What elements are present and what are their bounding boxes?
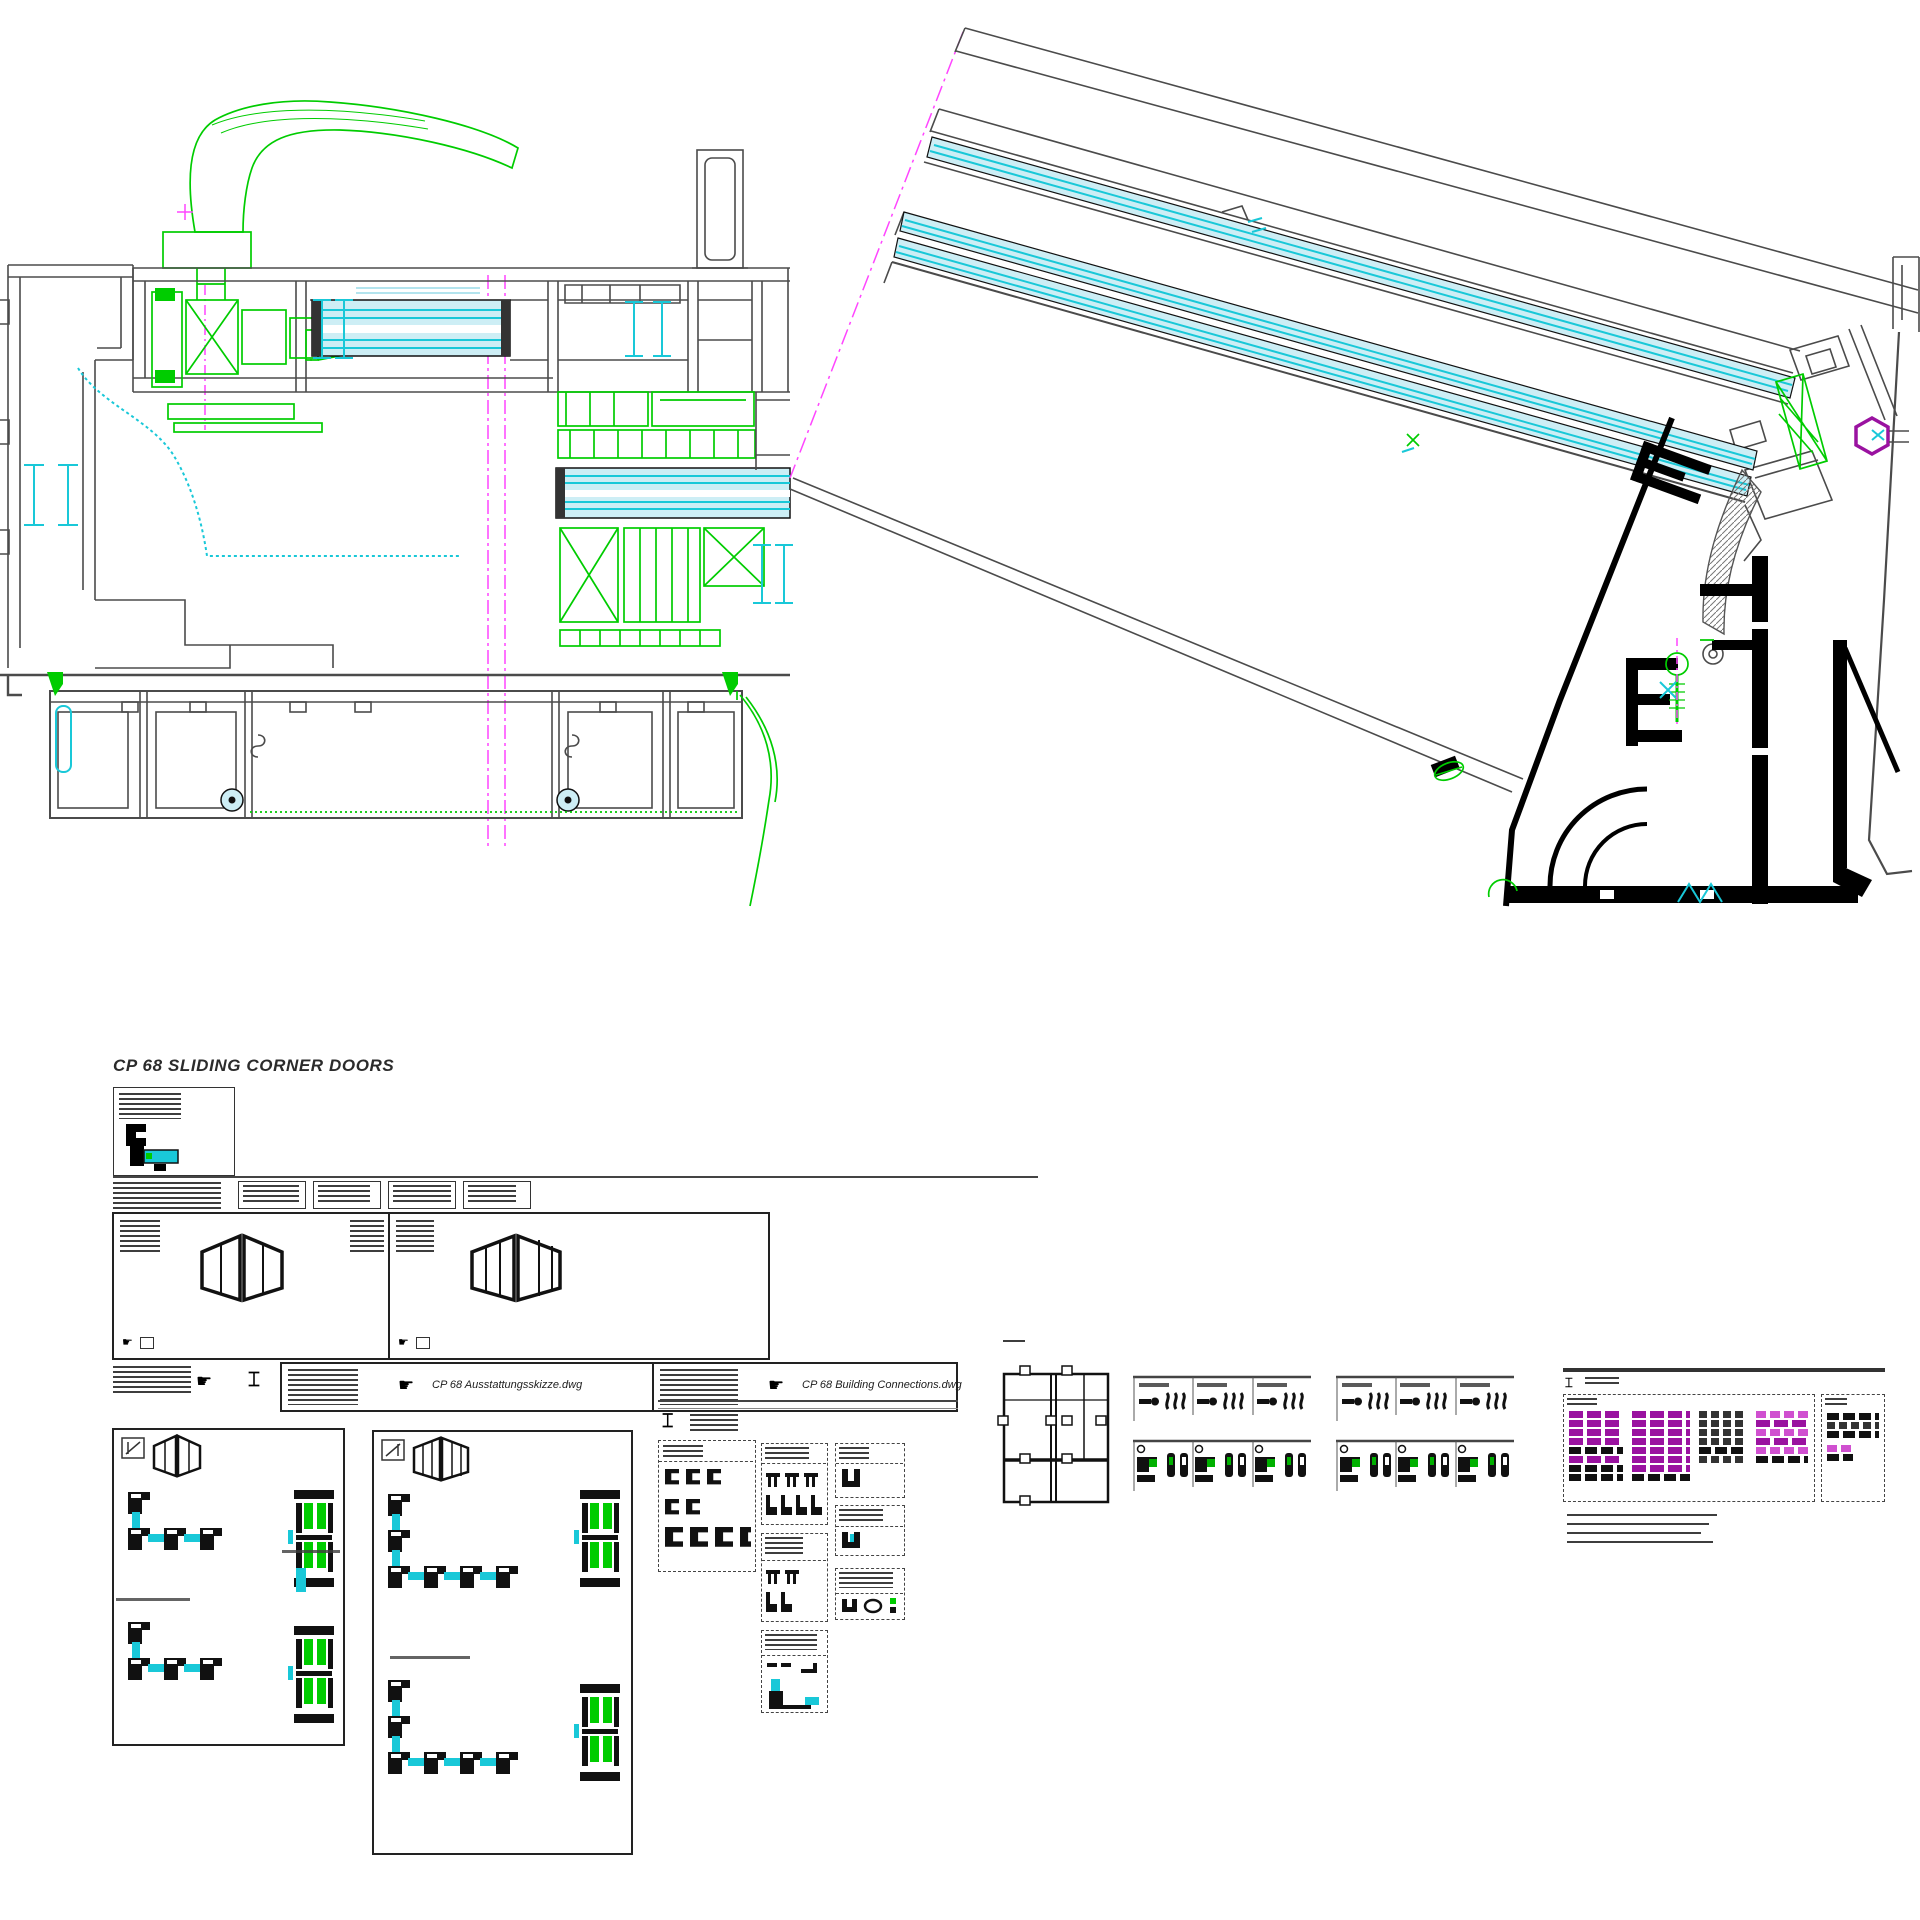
illegible-text (1003, 1340, 1025, 1342)
door-handle-icon (162, 100, 520, 300)
thermal-breaks (24, 299, 671, 557)
divider-line (113, 1176, 1038, 1178)
sloped-glazing-units (893, 136, 1796, 497)
pointing-hand-icon: ☛ (398, 1335, 409, 1349)
illegible-text (396, 1220, 434, 1252)
section-profile-icon: ⌶ (248, 1369, 260, 1391)
glass-stack (288, 1626, 334, 1723)
profile-chain (388, 1680, 518, 1774)
cyan-details (1401, 429, 1885, 904)
divider-line (658, 1400, 958, 1409)
corner-door-icon-3wing (470, 1233, 562, 1303)
pointing-hand-icon: ☛ (398, 1375, 415, 1395)
illegible-text (690, 1414, 738, 1432)
hardware-strip-set (1336, 1375, 1518, 1495)
illegible-text (119, 1093, 181, 1119)
pointing-hand-icon: ☛ (768, 1375, 785, 1395)
illegible-text (1567, 1514, 1717, 1516)
frame-bottom-line (0, 673, 790, 697)
glazing-unit-right (555, 467, 791, 519)
profile-list-box (658, 1440, 756, 1572)
profile-list-box (835, 1505, 905, 1556)
label-box (313, 1181, 381, 1209)
profile-list-box (835, 1568, 905, 1620)
legend-grid-right (1821, 1394, 1885, 1502)
left-jamb-profiles (0, 264, 334, 669)
glazing-unit-top (311, 287, 511, 357)
configuration-panel: ☛ ☛ (112, 1212, 770, 1360)
fold-door-icon (152, 1434, 202, 1478)
label-box (388, 1181, 456, 1209)
sloped-section-drawing (789, 27, 1920, 907)
elevation-diagram (997, 1365, 1110, 1506)
sheet-title: CP 68 SLIDING CORNER DOORS (113, 1056, 395, 1075)
illegible-text (113, 1366, 191, 1396)
pointing-hand-icon: ☛ (122, 1335, 133, 1349)
illegible-text (1567, 1532, 1701, 1534)
section-panel-a (112, 1428, 345, 1746)
profile-chain (388, 1494, 518, 1588)
sill-profiles (49, 690, 743, 819)
panel-b-drawing (381, 1436, 620, 1781)
vent-gray-steps (755, 392, 790, 470)
cell-divider (388, 1214, 390, 1358)
glass-stack (574, 1684, 620, 1781)
panel-a-drawing (116, 1434, 340, 1723)
glass-stack (574, 1490, 620, 1587)
profile-list-box (761, 1630, 828, 1713)
vent-thermal-breaks (753, 544, 793, 604)
glass-stack (288, 1490, 334, 1587)
section-drawings (0, 27, 1920, 907)
centerlines (177, 204, 506, 850)
top-rail-profiles (132, 149, 790, 393)
profile-list-box (835, 1443, 905, 1498)
hardware-strip-set (1133, 1375, 1315, 1495)
section-profile-icon: ⌶ (1565, 1375, 1573, 1390)
illegible-text (1567, 1523, 1709, 1525)
hex-nut-icon (1854, 415, 1909, 457)
c-profile-glyphs (665, 1469, 751, 1547)
profile-list-box (761, 1443, 828, 1525)
fold-door-icon (412, 1436, 470, 1482)
profile-list-box (761, 1533, 828, 1622)
corner-door-icon-2wing (200, 1233, 284, 1303)
vent-frame-profiles (557, 391, 765, 647)
illegible-text (113, 1182, 221, 1209)
illegible-text (120, 1220, 160, 1252)
gasket-legend-table: ⌶ (1563, 1368, 1885, 1548)
profile-chain (128, 1622, 222, 1680)
section-panel-b (372, 1430, 633, 1855)
section-profile-icon: ⌶ (662, 1411, 674, 1432)
label-box (238, 1181, 306, 1209)
label-box (463, 1181, 531, 1209)
detail-thumbnail-box (113, 1087, 235, 1176)
profile-thumbnail-icon (126, 1124, 179, 1171)
reference-strip: ☛ CP 68 Ausstattungsskizze.dwg ☛ CP 68 B… (280, 1362, 962, 1412)
illegible-text (288, 1369, 358, 1405)
sloped-panel-lines (789, 27, 1920, 876)
reference-file-2: CP 68 Building Connections.dwg (802, 1379, 962, 1391)
profile-chain (128, 1492, 222, 1550)
reference-file-1: CP 68 Ausstattungsskizze.dwg (432, 1379, 583, 1391)
plan-section-drawing (0, 100, 793, 907)
illegible-text (660, 1369, 738, 1405)
pointing-hand-icon: ☛ (196, 1371, 213, 1391)
sill-details (47, 672, 778, 907)
illegible-text (350, 1220, 384, 1252)
illegible-text (1567, 1541, 1713, 1543)
legend-grid-left (1563, 1394, 1815, 1502)
